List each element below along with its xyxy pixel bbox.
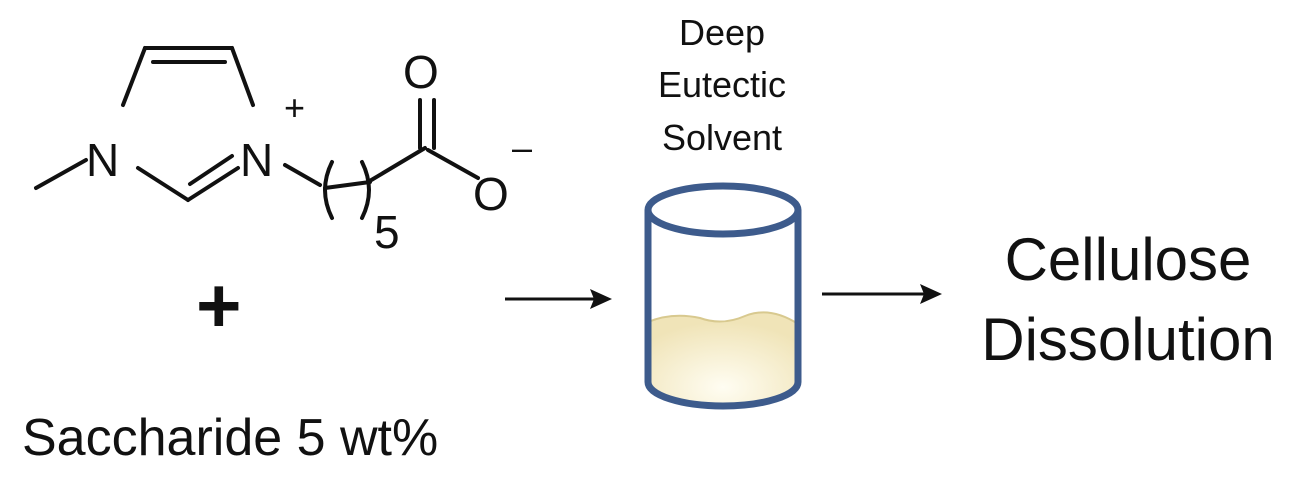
chain-bond-1 (283, 163, 322, 187)
chain-bond-2 (323, 180, 372, 190)
additive-label: Saccharide 5 wt% (22, 409, 438, 467)
reaction-arrow-2 (822, 284, 942, 304)
ring-bond-c-n2 (230, 46, 255, 107)
chain-bracket-left (323, 160, 334, 220)
atom-n2: N (240, 134, 273, 186)
chain-bond-3 (366, 146, 427, 184)
ring-bond-c2-n2 (186, 166, 240, 202)
vessel-body (644, 210, 802, 410)
vessel-label-line-3: Solvent (662, 117, 782, 158)
result-line-1: Cellulose (1005, 226, 1252, 293)
c-o-single-bond (426, 148, 480, 180)
reaction-arrow-1 (505, 289, 612, 309)
atom-o-carboxylate: O (473, 168, 509, 220)
ring-bond-n1-c (121, 46, 147, 107)
vessel-label-line-2: Eutectic (658, 64, 786, 105)
imidazolium-molecule (34, 46, 480, 220)
vessel-liquid (648, 312, 798, 406)
methyl-bond (34, 158, 88, 190)
positive-charge: + (284, 87, 305, 128)
vessel-label-line-1: Deep (679, 12, 765, 53)
vessel-liquid-surface (647, 311, 799, 325)
ring-bond-n1-c2 (136, 166, 190, 202)
negative-charge: – (512, 127, 532, 168)
solvent-vessel (644, 182, 802, 410)
atom-n1: N (86, 134, 119, 186)
chain-subscript: 5 (374, 206, 400, 258)
plus-sign: + (196, 261, 242, 349)
atom-o-carbonyl: O (403, 46, 439, 98)
chain-bracket-right (360, 160, 371, 220)
ring-bond-c2-n2-double (188, 154, 234, 186)
result-line-2: Dissolution (981, 306, 1274, 373)
vessel-rim (644, 182, 802, 238)
